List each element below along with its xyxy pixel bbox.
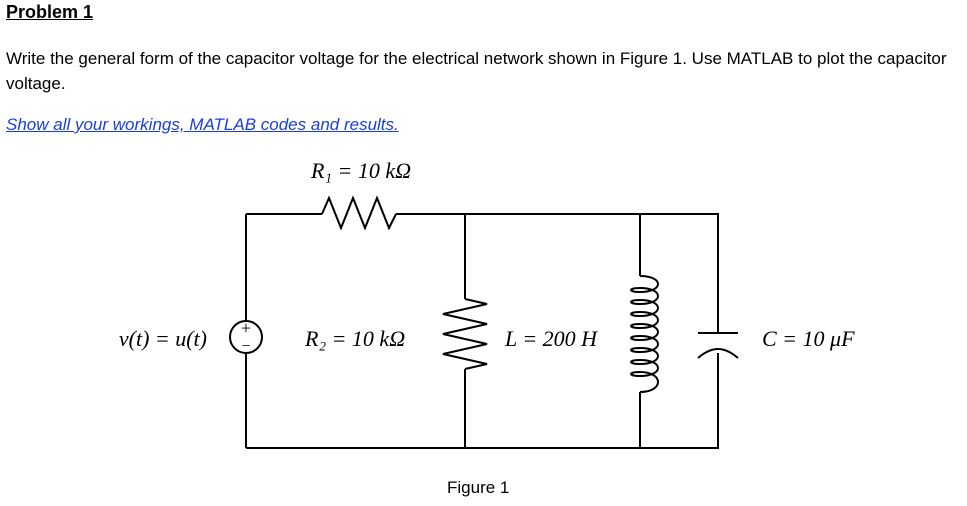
source-label: v(t) = u(t) (119, 326, 207, 351)
voltage-source (229, 320, 263, 354)
circuit-diagram: + − v(t) = u(t) R₁ = 10 kΩ R₂ = 10 kΩ L … (119, 158, 855, 449)
figure-caption: Figure 1 (447, 478, 510, 497)
top-wire-right (396, 213, 719, 333)
r2-resistor (442, 298, 488, 370)
capacitor-label: C = 10 μF (762, 326, 855, 351)
r2-label: R₂ = 10 kΩ (304, 326, 405, 351)
capacitor-bottom-plate (697, 348, 739, 359)
problem-statement: Write the general form of the capacitor … (6, 49, 947, 93)
inductor-label: L = 200 H (504, 326, 598, 351)
r1-label: R₁ = 10 kΩ (310, 158, 411, 183)
r1-resistor (321, 195, 397, 231)
source-plus: + (241, 318, 251, 338)
instruction-link[interactable]: Show all your workings, MATLAB codes and… (6, 115, 399, 134)
source-minus: − (241, 338, 250, 355)
inductor-coil (630, 275, 659, 393)
bottom-wire (246, 353, 719, 449)
problem-heading: Problem 1 (6, 2, 94, 22)
